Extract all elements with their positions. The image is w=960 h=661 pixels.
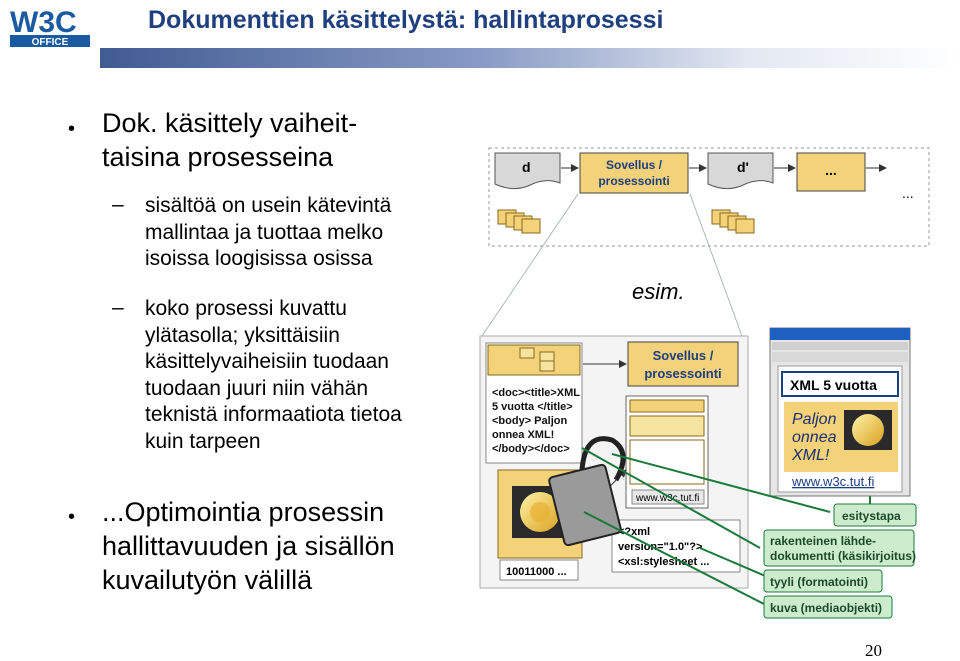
bullet-marker-2: • xyxy=(68,506,76,528)
subitem-1-line-1: sisältöä on usein kätevintä xyxy=(145,194,392,217)
browser-heading: XML 5 vuotta xyxy=(790,377,877,393)
page-number: 20 xyxy=(865,641,882,660)
padlock-icon xyxy=(548,436,626,547)
browser-body-line-2: onnea xyxy=(792,429,837,446)
top-process-line-2: prosessointi xyxy=(598,174,669,188)
doc-d-label: d xyxy=(522,159,531,175)
subitem-1: sisältöä on usein kätevintä mallintaa ja… xyxy=(145,193,391,273)
detail-process-line-2: prosessointi xyxy=(644,366,721,381)
page-title: Dokumenttien käsittelystä: hallintaprose… xyxy=(148,6,664,34)
top-next-process-box xyxy=(796,152,866,192)
browser-url-link: www.w3c.tut.fi xyxy=(791,474,874,489)
callout-media xyxy=(763,595,893,619)
dash-marker-1: – xyxy=(112,193,124,216)
subitem-2: koko prosessi kuvattu ylätasolla; yksitt… xyxy=(145,296,402,455)
top-next-process-dots: ... xyxy=(825,162,837,178)
top-process-box xyxy=(579,152,689,194)
logo-office-text: OFFICE xyxy=(32,37,69,48)
stylesheet-line-1: <?xml xyxy=(618,526,650,538)
stylesheet-line-3: <xsl:stylesheet ... xyxy=(618,556,709,568)
xml-source-line-4: onnea XML! xyxy=(492,429,554,441)
xml-source-line-1: <doc><title>XML xyxy=(492,387,580,399)
top-flow-ellipsis: ... xyxy=(902,185,914,201)
document-d-prime-icon: d' xyxy=(707,152,774,190)
stylesheet-code-box xyxy=(611,519,741,573)
subitem-2-line-3: käsittelyvaiheisiin tuodaan xyxy=(145,350,389,373)
subitem-2-line-6: kuin tarpeen xyxy=(145,429,261,453)
bullet-1-line-2: taisina prosesseina xyxy=(102,142,334,172)
callout-source-line-1: rakenteinen lähde- xyxy=(770,534,876,548)
callout-source-line-2: dokumentti (käsikirjoitus) xyxy=(770,549,916,563)
browser-rose-icon xyxy=(852,414,884,446)
callout-style xyxy=(763,569,883,593)
bullet-marker-1: • xyxy=(68,118,76,140)
callout-presentation-text: esitystapa xyxy=(842,509,901,523)
page-mock-url: www.w3c.tut.fi xyxy=(635,493,699,504)
document-d-icon: d xyxy=(494,152,561,190)
detail-process-line-1: Sovellus / xyxy=(653,348,714,363)
folder-stack-icon-2 xyxy=(711,209,755,234)
doc-d-prime-label: d' xyxy=(737,159,749,175)
callout-presentation xyxy=(833,503,917,527)
subitem-1-line-2: mallintaa ja tuottaa melko xyxy=(145,220,384,244)
xml-source-line-3: <body> Paljon xyxy=(492,415,567,427)
logo-w3c-text: W3C xyxy=(10,6,77,39)
subitem-2-line-4: tuodaan juuri niin vähän xyxy=(145,376,369,400)
bullet-2-line-3: kuvailutyön välillä xyxy=(102,565,313,595)
w3c-office-logo: W3C OFFICE xyxy=(8,4,96,48)
browser-window: XML 5 vuotta Paljon onnea XML! www.w3c.t… xyxy=(769,327,911,497)
bullet-1-line-1: Dok. käsittely vaiheit- xyxy=(102,108,358,138)
folder-stack-icon-1 xyxy=(497,209,541,234)
top-process-line-1: Sovellus / xyxy=(606,158,663,172)
callout-source-document xyxy=(763,529,915,567)
browser-body-line-3: XML! xyxy=(791,447,830,464)
xml-source-line-5: </body></doc> xyxy=(492,443,570,455)
detail-process-box xyxy=(627,341,739,387)
media-code-text: 10011000 ... xyxy=(506,566,567,578)
dash-marker-2: – xyxy=(112,296,124,319)
title-underline-bar xyxy=(100,48,960,68)
subitem-2-line-5: teknistä informaatiota tietoa xyxy=(145,403,402,426)
bullet-1: Dok. käsittely vaiheit- taisina prosesse… xyxy=(102,106,357,174)
stylesheet-line-2: version="1.0"?> xyxy=(618,541,702,553)
callout-media-text: kuva (mediaobjekti) xyxy=(770,601,882,615)
subitem-2-line-1: koko prosessi kuvattu xyxy=(145,297,347,320)
bullet-2-line-1: ...Optimointia prosessin xyxy=(102,497,385,527)
xml-source-line-2: 5 vuotta </title> xyxy=(492,401,573,413)
bullet-2-line-2: hallittavuuden ja sisällön xyxy=(102,531,395,561)
browser-body-line-1: Paljon xyxy=(792,411,837,428)
subitem-2-line-2: ylätasolla; yksittäisiin xyxy=(145,323,340,347)
example-label: esim. xyxy=(632,279,685,304)
bullet-2: ...Optimointia prosessin hallittavuuden … xyxy=(102,495,395,597)
callout-style-text: tyyli (formatointi) xyxy=(770,575,868,589)
subitem-1-line-3: isoissa loogisissa osissa xyxy=(145,247,373,270)
